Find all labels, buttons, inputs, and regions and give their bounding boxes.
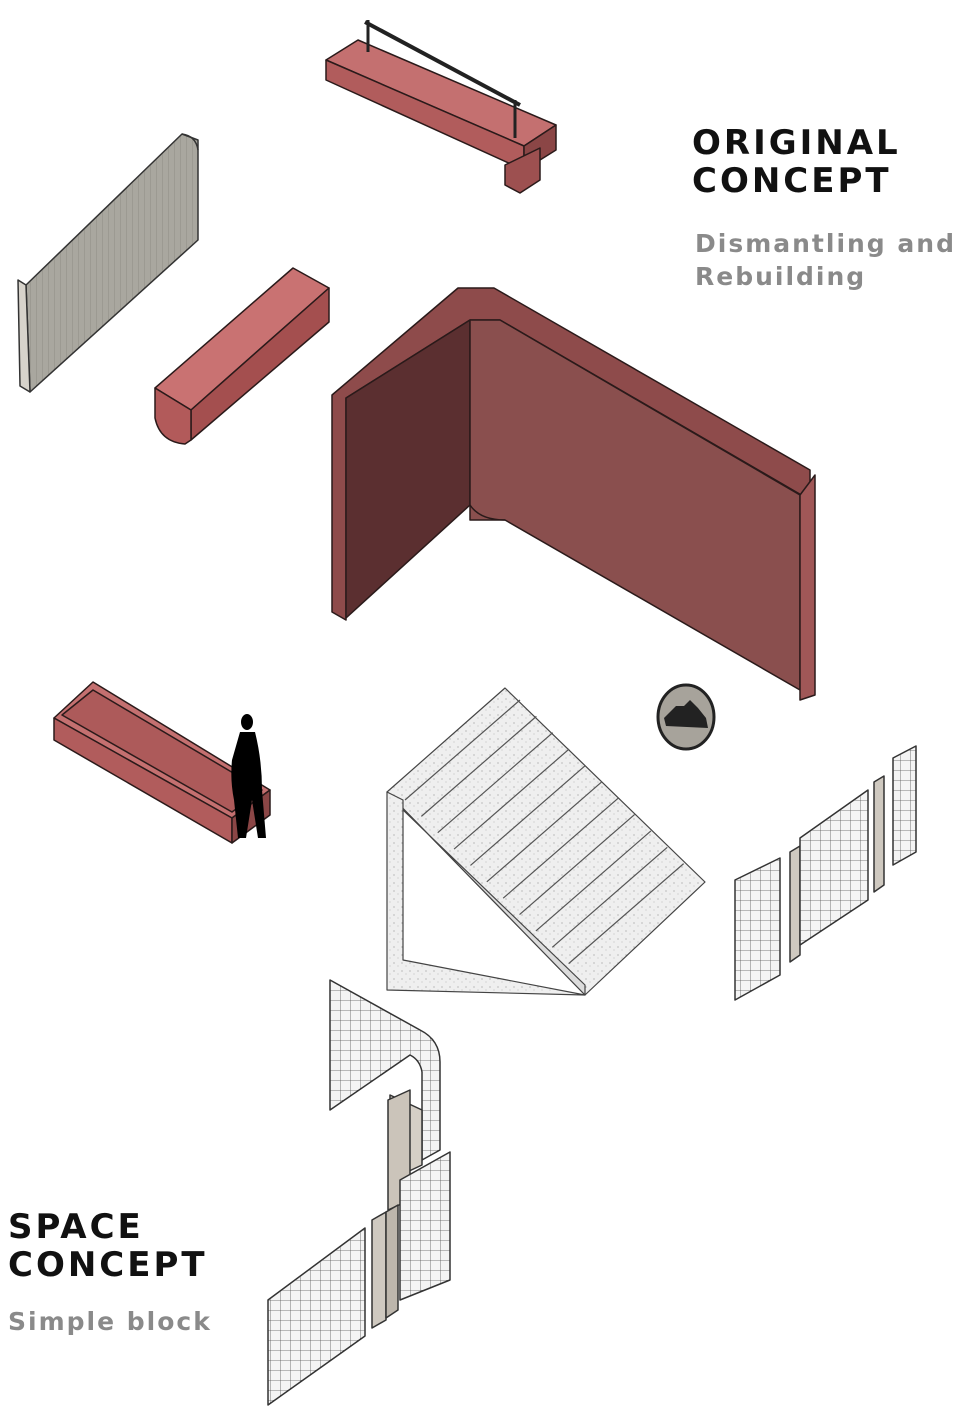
stair-step-edge (437, 732, 554, 834)
grey-curved-panel (17, 133, 199, 393)
right-grid-panels (734, 745, 917, 1001)
original-concept-subtitle: Dismantling and Rebuilding (695, 227, 956, 293)
concrete-staircase (386, 687, 706, 996)
person-silhouette-icon (231, 714, 266, 838)
lower-grid-assembly (267, 979, 451, 1406)
original-subtitle-line-2: Rebuilding (695, 262, 867, 291)
space-heading-line-2: CONCEPT (8, 1245, 208, 1285)
stair-step-edge (420, 715, 537, 817)
original-subtitle-line-1: Dismantling and (695, 229, 956, 258)
stair-step-edge (502, 797, 619, 899)
space-concept-heading: SPACE CONCEPT (8, 1208, 208, 1284)
stair-step-edge (568, 863, 685, 965)
disc-emblem-icon (656, 683, 716, 751)
stair-step-edge (453, 748, 570, 850)
stair-step-edge (535, 830, 652, 932)
space-concept-subtitle: Simple block (8, 1305, 212, 1338)
middle-brick-block (154, 267, 330, 445)
space-heading-line-1: SPACE (8, 1207, 144, 1247)
large-l-brick-wall (331, 287, 816, 701)
stair-step-edge (519, 814, 635, 915)
original-heading-line-2: CONCEPT (692, 161, 892, 201)
stair-step-edge (551, 846, 668, 948)
top-bench-with-rail (325, 20, 557, 194)
original-concept-heading: ORIGINAL CONCEPT (692, 124, 901, 200)
stair-step-edge (404, 699, 521, 801)
stair-step-edge (470, 765, 586, 866)
stair-step-edge (486, 781, 603, 883)
lower-brick-bench (53, 681, 271, 844)
space-subtitle-line: Simple block (8, 1307, 212, 1336)
original-heading-line-1: ORIGINAL (692, 123, 901, 163)
